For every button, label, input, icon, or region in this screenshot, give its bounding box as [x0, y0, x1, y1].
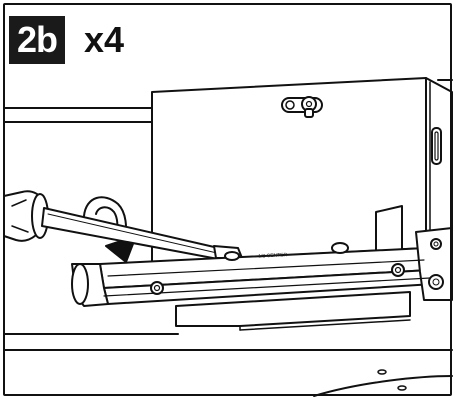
screw-icon	[150, 242, 405, 295]
bracket-marking: — 1/2 CENTER —	[252, 252, 294, 260]
mounting-bracket	[71, 227, 453, 331]
panel-border	[3, 3, 452, 396]
keyhole-slot-icon	[281, 96, 323, 118]
repeat-count-label: x4	[84, 19, 125, 60]
fixture-housing	[313, 369, 453, 397]
step-number-badge: 2b	[9, 16, 66, 64]
junction-box	[151, 77, 453, 263]
